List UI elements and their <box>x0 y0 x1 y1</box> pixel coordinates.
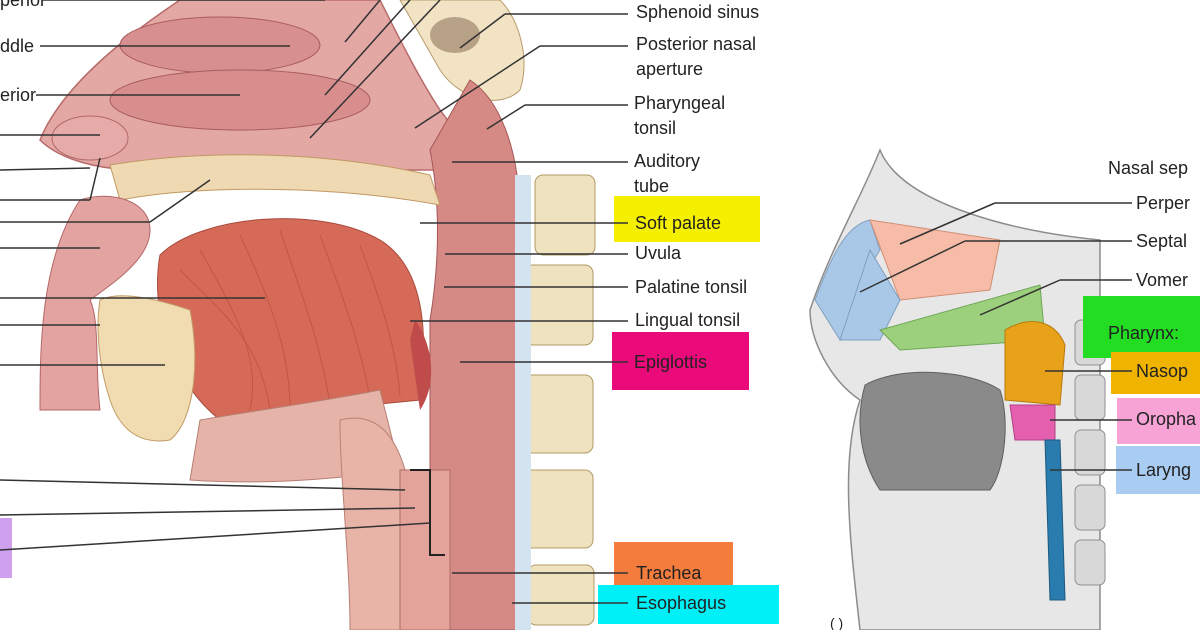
inset-laryngopharynx <box>1044 439 1066 601</box>
tongue-muscle-fibers <box>179 229 401 411</box>
inset-label-nasopharynx: Nasop <box>1136 361 1189 381</box>
inset-label-perpendicular-plate: Perper <box>1136 193 1191 213</box>
left-label-middle: ddle <box>0 36 35 56</box>
label-uvula: Uvula <box>635 243 682 263</box>
label-pharyngeal-tonsil-line1: Pharyngeal <box>634 93 726 113</box>
larynx-bracket <box>410 469 445 556</box>
hard-palate <box>109 154 441 206</box>
trachea-highlight <box>614 542 733 588</box>
main-sagittal-illustration <box>39 0 596 630</box>
esophagus-highlight <box>598 585 779 624</box>
sphenoid-sinus-shape <box>430 17 480 53</box>
label-auditory-tube-line1: Auditory <box>634 151 701 171</box>
oropharynx-highlight <box>1117 398 1200 444</box>
inset-label-nasal-septum: Nasal sep <box>1108 158 1189 178</box>
trachea-shape <box>399 469 451 630</box>
label-auditory-tube-line2: tube <box>634 176 670 196</box>
inset-label-laryngopharynx: Laryng <box>1136 460 1192 480</box>
inset-label-oropharynx: Oropha <box>1136 409 1197 429</box>
label-palatine-tonsil: Palatine tonsil <box>635 277 748 297</box>
label-lingual-tonsil: Lingual tonsil <box>635 310 741 330</box>
label-esophagus: Esophagus <box>636 593 727 613</box>
label-epiglottis: Epiglottis <box>634 352 708 372</box>
inset-perpendicular-plate <box>869 219 1001 301</box>
epiglottis-highlight <box>612 332 749 390</box>
lips <box>39 195 151 411</box>
inset-label-septal-cartilage: Septal <box>1136 231 1188 251</box>
nasal-vestibule <box>51 115 129 161</box>
inset-vertebrae <box>1074 319 1106 586</box>
highlight-boxes <box>0 196 1200 624</box>
inset-panel-marker: ( ) <box>830 615 843 630</box>
inset-label-pharynx: Pharynx: <box>1108 323 1180 343</box>
label-trachea: Trachea <box>636 563 702 583</box>
label-pharyngeal-tonsil-line2: tonsil <box>634 118 677 138</box>
tongue <box>157 218 425 421</box>
label-sphenoid-sinus: Sphenoid sinus <box>636 2 760 22</box>
epiglottis-shape <box>410 320 432 410</box>
middle-concha <box>119 16 321 74</box>
inset-sagittal-illustration: ( ) <box>809 147 1106 630</box>
inset-nasopharynx <box>1004 321 1066 406</box>
label-posterior-nasal-line2: aperture <box>636 59 704 79</box>
inset-septal-cartilage <box>839 248 901 341</box>
purple-highlight <box>0 518 12 578</box>
inset-tongue <box>859 371 1006 491</box>
vertebral-column <box>515 174 596 630</box>
left-label-superior: perior <box>0 0 47 10</box>
soft-palate-highlight <box>614 196 760 242</box>
mandible <box>97 295 196 442</box>
left-label-inferior: erior <box>0 85 37 105</box>
label-soft-palate: Soft palate <box>635 213 722 233</box>
leader-lines <box>0 0 1132 604</box>
nasopharynx-highlight <box>1111 352 1200 394</box>
label-posterior-nasal-line1: Posterior nasal <box>636 34 757 54</box>
inferior-concha <box>109 69 371 131</box>
inset-oropharynx <box>1009 404 1056 441</box>
pharynx-highlight <box>1083 296 1200 358</box>
inset-label-vomer: Vomer <box>1136 270 1189 290</box>
